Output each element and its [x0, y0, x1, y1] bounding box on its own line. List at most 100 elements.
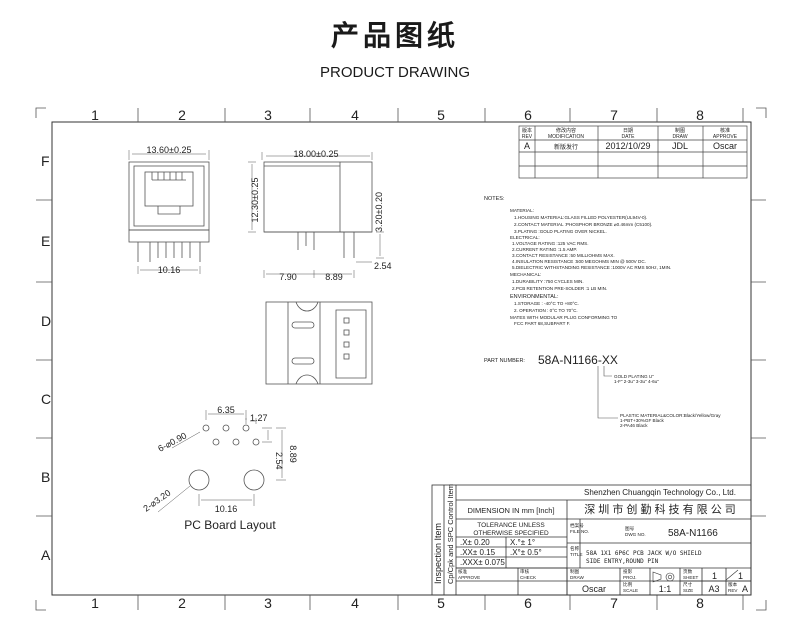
size-label: SIZE — [683, 588, 693, 593]
title-line1: 58A 1X1 6P6C PCB JACK W/O SHIELD — [586, 550, 702, 557]
dimension-unit: DIMENSION IN mm [Inch] — [467, 506, 554, 515]
notes-line: 1.DURABILITY :750 CYCLES MIN. — [512, 279, 584, 284]
check-cn: 审核 — [520, 568, 530, 575]
projection-symbol-icon — [652, 571, 675, 583]
dim-front-width: 13.60±0.25 — [147, 145, 192, 155]
notes-line: 1.HOUSING MATERIAL:GLASS FILLED POLYESTE… — [514, 215, 647, 220]
sheet-total: 1 — [738, 571, 743, 581]
file-no-cn: 档案号 — [570, 522, 584, 529]
tolerance-xx: .XX± 0.15 — [460, 548, 496, 557]
bottom-view — [265, 301, 373, 385]
approve-value: Oscar — [713, 141, 737, 151]
col-label: 1 — [91, 595, 99, 611]
row-label: A — [41, 547, 51, 563]
proj-cn: 投影 — [623, 568, 633, 575]
col-label: 6 — [524, 595, 532, 611]
dim-pcb-254: 2.54 — [274, 452, 284, 470]
approve-header-cn: 核准 — [720, 127, 730, 134]
dim-side-b: 8.89 — [325, 272, 343, 282]
tolerance-deg1: X.°± 1° — [510, 538, 535, 547]
gold-plating-line1: GOLD PLATING U" — [614, 374, 654, 379]
date-header-cn: 日期 — [623, 128, 633, 134]
rev-value: A — [742, 584, 748, 594]
dwg-no-value: 58A-N1166 — [668, 528, 718, 539]
tolerance-line1: TOLERANCE UNLESS — [477, 522, 545, 529]
tolerance-x: .X± 0.20 — [460, 538, 490, 547]
col-label: 5 — [437, 107, 445, 123]
rev-cn: 版本 — [728, 581, 738, 588]
row-label: E — [41, 233, 50, 249]
sheet-value: 1 — [712, 571, 717, 581]
dim-pcb-635: 6.35 — [217, 405, 235, 415]
revision-table: 版本 REV 修改内容 MODIFICATION 日期 DATE 制图 DRAW… — [518, 125, 748, 179]
dim-side-a: 7.90 — [279, 272, 297, 282]
notes-line: 2.CONTACT MATERIAL :PHOSPHOR BRONZE ⌀0.4… — [514, 222, 652, 227]
col-label: 5 — [437, 595, 445, 611]
draw-name: Oscar — [582, 584, 606, 594]
size-value: A3 — [708, 584, 719, 594]
front-view — [128, 150, 210, 274]
row-label: B — [41, 469, 50, 485]
col-label: 7 — [610, 107, 618, 123]
approve-label: APPROVE — [458, 575, 480, 580]
size-cn: 尺寸 — [683, 581, 693, 588]
spc-item-label: Cp/Cpk and SPC Control Item — [446, 484, 455, 584]
notes-line: NOTES: — [484, 196, 505, 202]
scale-value: 1:1 — [659, 584, 672, 594]
approve-cn: 核准 — [458, 568, 468, 575]
row-label: D — [41, 313, 51, 329]
col-label: 8 — [696, 107, 704, 123]
pcb-layout — [157, 410, 286, 513]
col-label: 3 — [264, 107, 272, 123]
title-label: TITLE — [570, 552, 583, 557]
scale-label: SCALE — [623, 588, 638, 593]
dim-side-pin-len: 3.20±0.20 — [374, 192, 384, 232]
page-title-english: PRODUCT DRAWING — [320, 64, 470, 81]
plastic-line2: 1-PBT+30%GF Black — [620, 418, 664, 423]
notes-line: 3.PLATING :GOLD PLATING OVER NICKEL. — [514, 229, 607, 234]
dim-pcb-889: 8.89 — [288, 445, 298, 463]
scale-cn: 比例 — [623, 581, 633, 588]
col-label: 8 — [696, 595, 704, 611]
mod-header-cn: 修改内容 — [556, 127, 576, 134]
company-chinese: 深 圳 市 创 勤 科 技 有 限 公 司 — [584, 502, 736, 516]
notes-line: 1.VOLTAGE RATING :125 VAC RMS. — [512, 241, 589, 246]
part-number-label: PART NUMBER: — [484, 358, 525, 364]
notes-line: 4.INSULATION RESISTANCE :500 MEGOHMS MIN… — [512, 259, 646, 264]
sheet-cn: 页数 — [683, 568, 693, 575]
file-no-label: FILE NO. — [570, 529, 589, 534]
draw-cn: 制图 — [570, 568, 580, 575]
notes: NOTES: MATERIAL: 1.HOUSING MATERIAL:GLAS… — [484, 196, 671, 326]
proj-label: PROJ. — [623, 575, 637, 580]
dwg-no-cn: 图号 — [625, 526, 635, 532]
rev-label: REV — [728, 588, 738, 593]
side-view — [248, 152, 384, 278]
inspection-item-label: Inspection Item — [433, 523, 443, 584]
draw-header-cn: 制图 — [675, 127, 685, 134]
page-title-chinese: 产品图纸 — [330, 19, 459, 52]
dim-pcb-holes-big: 2-⌀3.20 — [141, 488, 172, 514]
notes-line: MATES WITH MODULAR PLUG CONFORMING TO — [510, 315, 618, 320]
dim-side-height: 12.30±0.25 — [250, 178, 260, 223]
approve-header: APPROVE — [713, 134, 738, 140]
modification-value: 新版发行 — [554, 143, 578, 151]
grid-row-labels: F E D C B A — [41, 153, 51, 563]
draw-value: JDL — [672, 141, 688, 151]
part-number: 58A-N1166-XX — [538, 353, 618, 367]
check-label: CHECK — [520, 575, 537, 580]
dim-pcb-127: 1.27 — [250, 413, 268, 423]
title-cn-label: 名称 — [570, 545, 580, 552]
notes-line: ENVIRONMENTAL: — [510, 294, 559, 300]
row-label: C — [41, 391, 51, 407]
dwg-no-label: DWG NO. — [625, 532, 646, 537]
mod-header: MODIFICATION — [548, 134, 584, 140]
col-label: 7 — [610, 595, 618, 611]
rev-header-cn: 版本 — [522, 127, 532, 134]
notes-line: MECHANICAL: — [510, 272, 541, 277]
plastic-line1: PLASTIC MATERIAL&COLOR:Black/Yellow/Gray — [620, 413, 721, 418]
dim-side-c: 2.54 — [374, 261, 392, 271]
gold-plating-line2: 1-F" 2-3u" 3-3u" 4-6u" — [614, 379, 659, 384]
draw-label: DRAW — [570, 575, 585, 580]
dim-pcb-holes-small: 6-⌀0.90 — [156, 430, 188, 453]
